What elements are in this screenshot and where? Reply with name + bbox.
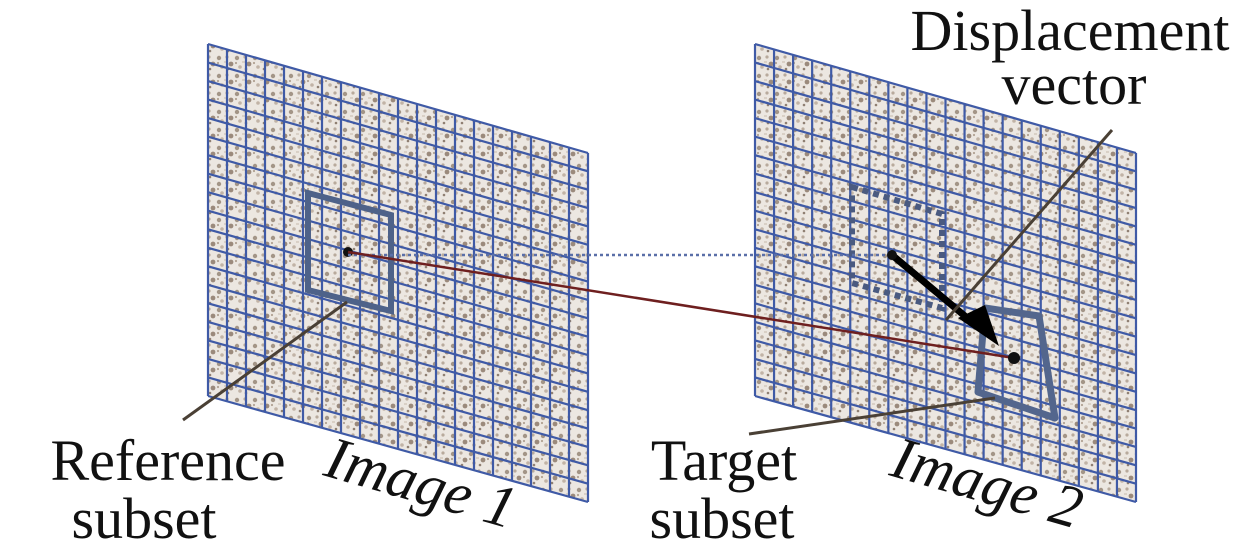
grid-line-horizontal: [207, 61, 589, 173]
label-reference-line1: Reference: [50, 428, 285, 493]
leader-line-displacement: [944, 129, 1114, 321]
grid-line-horizontal: [207, 394, 589, 504]
grid-line-horizontal: [207, 117, 589, 228]
leader-line-target: [748, 396, 996, 436]
grid-line-horizontal: [207, 172, 589, 283]
image-2-plane: [753, 42, 1138, 504]
grid-line-horizontal: [207, 302, 589, 412]
grid-line-horizontal: [207, 320, 589, 430]
reference-subset-square: [305, 189, 394, 315]
grid-line-horizontal: [754, 135, 1137, 246]
displacement-vector-shaft: [888, 251, 976, 326]
leader-line-reference: [182, 300, 348, 422]
grid-line-horizontal: [207, 265, 589, 375]
original-center-point: [887, 250, 897, 260]
grid-line-horizontal: [754, 61, 1137, 173]
grid-line-horizontal: [754, 172, 1137, 283]
grid-line-horizontal: [754, 98, 1137, 210]
grid-line-horizontal: [207, 154, 589, 265]
grid-line-horizontal: [207, 191, 589, 302]
label-displacement-line1: Displacement: [911, 0, 1230, 63]
grid-line-horizontal: [207, 135, 589, 246]
displacement-vector-arrowhead: [958, 305, 999, 346]
grid-line-horizontal: [207, 246, 589, 357]
label-reference-line2: subset: [72, 486, 217, 551]
label-target-line1: Target: [651, 428, 797, 493]
grid-line-horizontal: [754, 209, 1137, 320]
grid-line-horizontal: [207, 98, 589, 210]
original-subset-position-dotted: [849, 182, 945, 312]
grid-line-horizontal: [207, 209, 589, 320]
grid-line-horizontal: [754, 320, 1137, 430]
grid-line-horizontal: [207, 79, 589, 191]
grid-line-horizontal: [754, 283, 1137, 393]
grid-line-horizontal: [207, 283, 589, 393]
grid-line-horizontal: [207, 228, 589, 338]
grid-line-horizontal: [754, 228, 1137, 338]
grid-line-horizontal: [754, 376, 1137, 485]
grid-line-horizontal: [754, 265, 1137, 375]
grid-line-horizontal: [207, 376, 589, 485]
label-displacement-line2: vector: [1002, 52, 1147, 117]
grid-line-horizontal: [754, 357, 1137, 467]
grid-line-horizontal: [754, 339, 1137, 448]
label-target-line2: subset: [650, 486, 795, 551]
grid-line-horizontal: [754, 117, 1137, 228]
target-subset-center-point: [1008, 352, 1020, 364]
grid-line-horizontal: [207, 357, 589, 467]
grid-line-horizontal: [754, 154, 1137, 265]
target-subset-quad: [974, 304, 1059, 422]
grid-line-horizontal: [754, 79, 1137, 191]
grid-line-horizontal: [754, 394, 1137, 504]
grid-line-horizontal: [754, 302, 1137, 412]
grid-line-horizontal: [754, 42, 1137, 155]
grid-line-horizontal: [754, 191, 1137, 302]
grid-line-horizontal: [207, 42, 589, 155]
correspondence-line: [347, 250, 1015, 360]
